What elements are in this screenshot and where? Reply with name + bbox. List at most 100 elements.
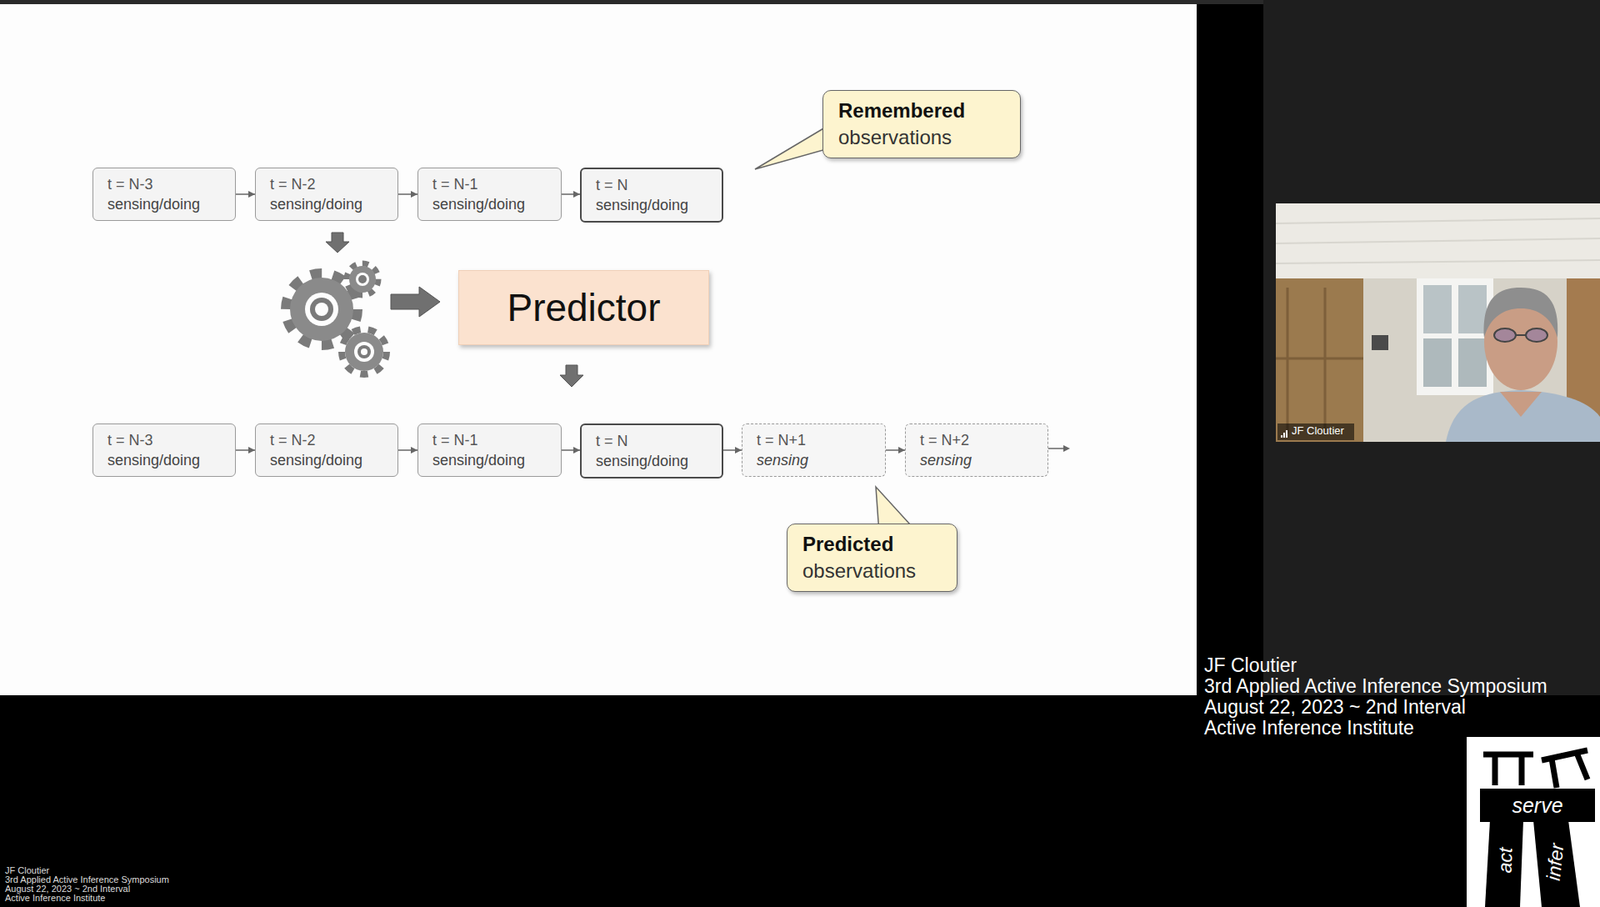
drawn-shape bbox=[1275, 203, 1600, 442]
drawn-shape bbox=[349, 265, 376, 293]
drawn-shape bbox=[345, 332, 384, 371]
node-heading: t = N bbox=[595, 176, 714, 195]
logo-word: act bbox=[1494, 846, 1515, 874]
drawn-shape bbox=[1480, 788, 1595, 822]
drawn-shape bbox=[357, 345, 371, 359]
drawn-shape bbox=[1275, 287, 1364, 434]
webcam-image bbox=[1275, 203, 1600, 442]
time-step-box: t = N-1sensing/doing bbox=[417, 167, 562, 221]
drawn-shape bbox=[1275, 278, 1364, 442]
drawn-shape bbox=[1483, 754, 1534, 785]
drawn-shape bbox=[1275, 203, 1600, 279]
drawn-shape bbox=[346, 263, 379, 295]
slide-ground bbox=[0, 4, 1197, 695]
small-caption: August 22, 2023 ~ 2nd Interval bbox=[5, 883, 130, 894]
node-body: observations bbox=[802, 559, 945, 583]
node-body: sensing/doing bbox=[432, 451, 553, 470]
callout-tail bbox=[755, 125, 830, 170]
flow-arrow bbox=[398, 193, 418, 195]
node-body: sensing/doing bbox=[107, 195, 227, 214]
small-caption: 3rd Applied Active Inference Symposium bbox=[5, 874, 170, 885]
block-arrow-down bbox=[560, 365, 584, 387]
video-name-tag: JF Cloutier bbox=[1291, 425, 1345, 437]
node-heading: Predicted bbox=[802, 532, 945, 556]
drawn-shape bbox=[1423, 285, 1452, 334]
drawn-shape bbox=[310, 297, 334, 321]
drawn-shape bbox=[1500, 391, 1542, 417]
node-body: sensing/doing bbox=[595, 196, 714, 215]
small-caption: Active Inference Institute bbox=[5, 892, 105, 903]
trailing-arrowhead bbox=[1063, 445, 1070, 452]
callout-bubble: Predicted observations bbox=[786, 523, 958, 592]
gears-icon bbox=[285, 263, 387, 375]
drawn-shape bbox=[1533, 820, 1580, 907]
drawn-shape bbox=[1466, 736, 1600, 907]
drawn-shape bbox=[1371, 335, 1389, 350]
current-step-box: t = Nsensing/doing bbox=[580, 167, 724, 223]
drawn-shape bbox=[1423, 338, 1452, 387]
event-date: August 22, 2023 ~ 2nd Interval bbox=[1204, 696, 1466, 717]
trailing-arrow bbox=[1046, 447, 1064, 450]
drawn-shape bbox=[1515, 334, 1526, 336]
event-name: 3rd Applied Active Inference Symposium bbox=[1204, 675, 1548, 696]
node-heading: Predictor bbox=[506, 285, 660, 330]
time-step-box: t = N-3sensing/doing bbox=[92, 423, 236, 477]
flow-arrow bbox=[561, 449, 580, 451]
drawn-shape bbox=[1484, 287, 1559, 338]
predicted-step-box: t = N+1sensing bbox=[741, 423, 886, 477]
node-heading: t = N+1 bbox=[756, 431, 877, 450]
drawn-shape bbox=[1494, 328, 1516, 342]
block-arrow-right bbox=[390, 286, 440, 317]
drawn-shape bbox=[1458, 338, 1487, 387]
drawn-shape bbox=[354, 341, 375, 362]
flow-arrow bbox=[723, 449, 742, 451]
node-heading: t = N-2 bbox=[270, 431, 390, 450]
node-heading: t = N-3 bbox=[107, 175, 227, 194]
drawn-shape bbox=[1277, 423, 1355, 440]
flow-arrow bbox=[235, 193, 255, 195]
predicted-step-box: t = N+2sensing bbox=[905, 423, 1049, 477]
node-heading: t = N-1 bbox=[432, 431, 553, 450]
top-strip bbox=[0, 0, 1264, 5]
flow-arrow bbox=[398, 449, 418, 451]
current-step-box: t = Nsensing/doing bbox=[580, 423, 724, 479]
drawn-shape bbox=[290, 277, 354, 341]
node-heading: t = N-1 bbox=[432, 175, 553, 194]
drawn-shape bbox=[1445, 390, 1600, 442]
flow-arrow bbox=[235, 449, 255, 451]
node-body: sensing/doing bbox=[595, 452, 714, 470]
logo-word: infer bbox=[1543, 841, 1568, 881]
drawn-shape bbox=[360, 348, 368, 355]
callout-bubble: Rememberedobservations bbox=[822, 90, 1021, 159]
drawn-shape bbox=[305, 292, 339, 326]
small-caption: JF Cloutier bbox=[5, 865, 50, 875]
node-body: observations bbox=[838, 125, 1009, 150]
node-heading: t = N-2 bbox=[270, 175, 390, 194]
node-body: sensing/doing bbox=[270, 195, 390, 214]
speaker-name: JF Cloutier bbox=[1204, 655, 1297, 675]
organizer-name: Active Inference Institute bbox=[1204, 717, 1415, 738]
drawn-shape bbox=[285, 273, 358, 345]
logo-word: serve bbox=[1511, 794, 1563, 816]
institute-logo bbox=[1466, 736, 1600, 907]
time-step-box: t = N-1sensing/doing bbox=[417, 423, 562, 477]
node-heading: t = N+2 bbox=[920, 431, 1040, 450]
time-step-box: t = N-2sensing/doing bbox=[255, 167, 399, 221]
drawn-shape bbox=[1525, 328, 1548, 342]
time-step-box: t = N-3sensing/doing bbox=[92, 167, 236, 221]
drawn-shape bbox=[1458, 285, 1487, 334]
video-panel bbox=[1263, 0, 1600, 695]
drawn-shape bbox=[1541, 750, 1588, 788]
drawn-shape bbox=[355, 272, 370, 286]
drawn-shape bbox=[1281, 430, 1287, 438]
block-arrow-down bbox=[325, 232, 350, 253]
node-body: sensing/doing bbox=[270, 451, 390, 470]
time-step-box: t = N-2sensing/doing bbox=[255, 423, 399, 477]
node-body: sensing bbox=[756, 451, 877, 470]
flow-arrow bbox=[561, 193, 580, 195]
drawn-shape bbox=[1485, 820, 1524, 907]
node-heading: Remembered bbox=[838, 99, 1009, 123]
